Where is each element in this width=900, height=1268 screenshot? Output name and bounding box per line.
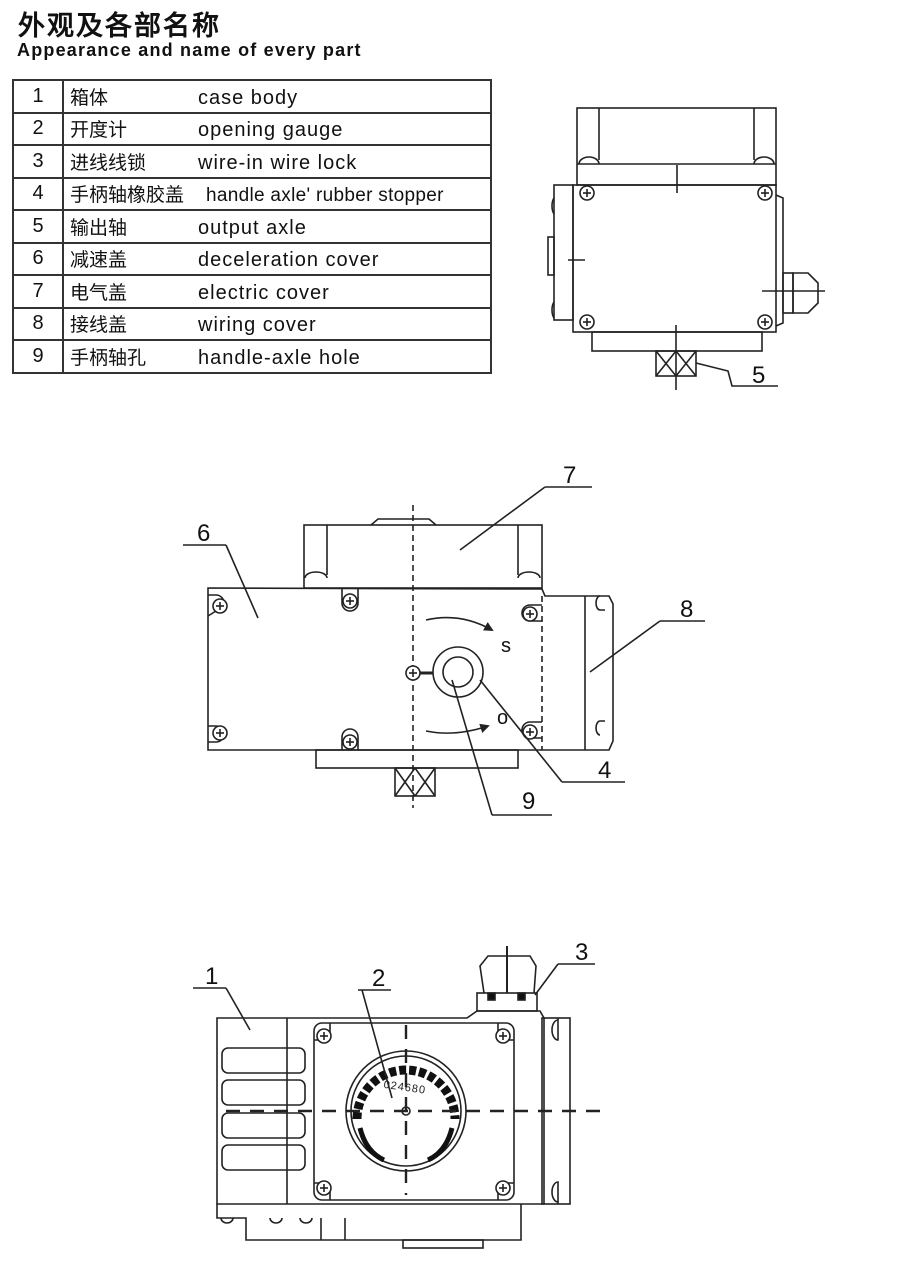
callout-9: 9 (522, 788, 535, 815)
part-name-chinese: 接线盖 (70, 315, 128, 337)
part-name-chinese: 手柄轴孔 (70, 347, 147, 369)
part-number: 5 (12, 209, 64, 244)
part-name-chinese: 箱体 (70, 87, 109, 109)
table-row: 6 减速盖 deceleration cover (12, 241, 492, 276)
part-number: 6 (12, 241, 64, 276)
part-name-english: electric cover (198, 281, 330, 304)
part-name-chinese: 减速盖 (70, 250, 128, 272)
callout-6: 6 (197, 520, 210, 547)
front-view-drawing (193, 946, 600, 1249)
part-name-chinese: 输出轴 (70, 217, 128, 239)
part-name-chinese: 手柄轴橡胶盖 (70, 185, 185, 207)
part-number: 2 (12, 111, 64, 146)
part-number: 9 (12, 339, 64, 374)
part-name-english: deceleration cover (198, 249, 380, 272)
part-name-english: opening gauge (198, 119, 344, 142)
side-view-drawing (183, 486, 705, 816)
part-number: 3 (12, 144, 64, 179)
callout-5: 5 (752, 362, 765, 389)
part-name-english: case body (198, 86, 299, 109)
callout-2: 2 (372, 965, 385, 992)
parts-table: 1 箱体 case body 2 开度计 opening gauge 3 进线线锁 wire… (12, 79, 492, 374)
table-row: 1 箱体 case body (12, 79, 492, 114)
part-name-chinese: 电气盖 (70, 282, 128, 304)
callout-1: 1 (205, 963, 218, 990)
table-row: 3 进线线锁 wire-in wire lock (12, 144, 492, 179)
part-name-english: wire-in wire lock (198, 151, 358, 174)
table-row: 9 手柄轴孔 handle-axle hole (12, 339, 492, 374)
part-number: 8 (12, 306, 64, 341)
part-name-chinese: 进线线锁 (70, 152, 147, 174)
callout-7: 7 (563, 462, 576, 489)
part-number: 1 (12, 79, 64, 114)
table-row: 2 开度计 opening gauge (12, 111, 492, 146)
part-name-english: handle axle' rubber stopper (206, 185, 444, 207)
shut-direction-mark: s (501, 635, 511, 657)
open-direction-mark: o (497, 707, 508, 729)
part-name-english: handle-axle hole (198, 346, 361, 369)
callout-3: 3 (575, 939, 588, 966)
part-name-english: wiring cover (198, 314, 317, 337)
gauge-scale-label: 024680 (383, 1079, 427, 1097)
page-title-chinese: 外观及各部名称 (18, 11, 221, 42)
table-row: 7 电气盖 electric cover (12, 274, 492, 309)
page-title-english: Appearance and name of every part (17, 40, 362, 60)
part-number: 4 (12, 176, 64, 211)
part-name-english: output axle (198, 216, 307, 239)
table-row: 8 接线盖 wiring cover (12, 306, 492, 341)
bottom-view-drawing (547, 107, 825, 390)
callout-8: 8 (680, 596, 693, 623)
callout-4: 4 (598, 757, 611, 784)
part-number: 7 (12, 274, 64, 309)
table-row: 5 输出轴 output axle (12, 209, 492, 244)
part-name-chinese: 开度计 (70, 120, 128, 142)
table-row: 4 手柄轴橡胶盖 handle axle' rubber stopper (12, 176, 492, 211)
